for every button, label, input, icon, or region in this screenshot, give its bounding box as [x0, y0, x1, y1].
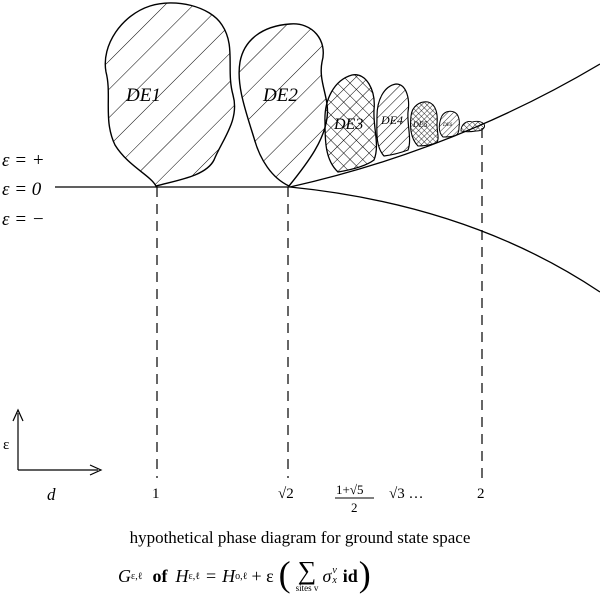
tick-2: 2 — [477, 486, 485, 502]
region-de1 — [104, 2, 236, 187]
label-eps-zero: ε = 0 — [2, 179, 42, 200]
formula-id: id — [342, 565, 358, 586]
region-de5 — [409, 101, 439, 147]
formula-sigma: σ — [322, 565, 332, 586]
region-de3 — [324, 74, 378, 173]
diagram-caption: hypothetical phase diagram for ground st… — [129, 528, 471, 547]
formula-g: G — [118, 565, 131, 586]
region-de4 — [376, 83, 411, 157]
formula-sigma-sup: v — [332, 565, 337, 576]
label-de5: DE5 — [412, 120, 428, 129]
label-de4: DE4 — [380, 113, 403, 127]
label-eps-plus: ε = + — [2, 150, 45, 171]
y-arrowhead-icon — [12, 408, 24, 422]
formula-right-paren: ) — [358, 554, 371, 594]
formula-h-sub: ε,ℓ — [188, 570, 201, 582]
formula-sum: ∑ sites v — [295, 556, 319, 593]
sum-sign-icon: ∑ — [297, 556, 317, 585]
formula-g-sub: ε,ℓ — [131, 570, 143, 582]
tick-sqrt2: √2 — [278, 486, 294, 502]
formula-h0-sub: o,ℓ — [235, 570, 248, 582]
formula-equals: = — [206, 565, 217, 586]
formula-plus-eps: + ε — [251, 565, 274, 586]
region-accumulation — [460, 120, 485, 133]
y-axis-label: ε — [3, 437, 9, 453]
tick-1: 1 — [152, 486, 160, 502]
label-de2: DE2 — [262, 85, 298, 106]
tick-sqrt3: √3 … — [389, 486, 423, 502]
label-de3: DE3 — [333, 116, 363, 133]
formula-of: of — [152, 565, 168, 586]
tick-golden-numerator: 1+√5 — [336, 482, 363, 497]
formula-sum-under: sites v — [295, 583, 319, 593]
formula-sigma-sub: x — [332, 575, 337, 586]
label-de6: DE6 — [442, 123, 453, 128]
formula-h0: H — [222, 565, 236, 586]
upper-branch-curve — [289, 63, 600, 188]
formula-left-paren: ( — [278, 554, 291, 594]
label-eps-minus: ε = − — [2, 209, 45, 230]
lower-branch-curve — [289, 186, 600, 293]
label-de1: DE1 — [125, 85, 161, 106]
x-axis-label: d — [47, 485, 56, 504]
region-de6 — [438, 110, 460, 138]
formula-h: H — [175, 565, 189, 586]
tick-golden-denominator: 2 — [351, 500, 358, 515]
x-arrowhead-icon — [89, 464, 103, 476]
